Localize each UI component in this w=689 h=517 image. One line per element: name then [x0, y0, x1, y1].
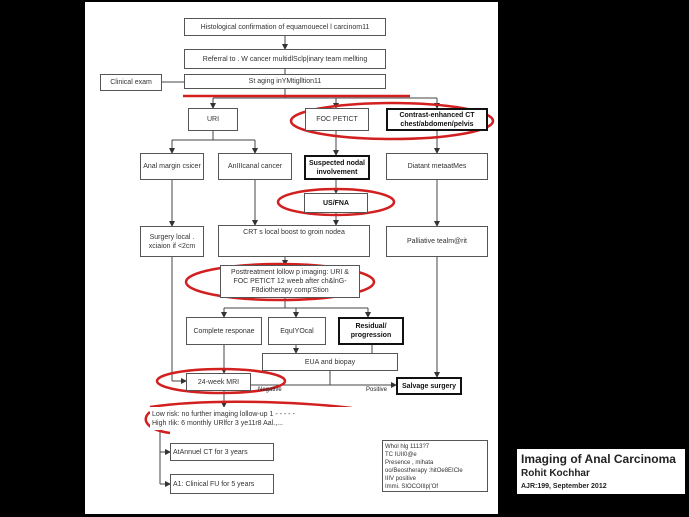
staging-box: St aging inYMtiglltion11 [184, 74, 386, 89]
high-risk-text: High rlik: 6 monthly URlfcr 3 ye11r8 Aal… [152, 419, 283, 427]
note-line: oo/Beostherapy :hitOe8EICle [385, 468, 463, 474]
risk-note-box: Whol hlg 1113?7 TC IUII0@e Presence , mi… [382, 440, 488, 492]
follow-up-box: Low risk: no further imaging lollow-up 1… [150, 407, 355, 430]
clinical-exam-box: Clinical exam [100, 74, 162, 91]
crt-box: CRT s local boost to groin nodea [218, 225, 370, 257]
distant-mets-box: Diatant metaatMes [386, 153, 488, 180]
note-line: Immi. SIOCOIIIp|'Of [385, 484, 439, 490]
mri-24-week-box: 24-week MRI [186, 373, 251, 391]
eua-biopsy-box: EUA and biopay [262, 353, 398, 371]
anal-margin-box: Anal margin csicer [140, 153, 204, 180]
low-risk-text: Low risk: no further imaging lollow-up 1… [152, 410, 295, 418]
note-line: TC IUII0@e [385, 452, 417, 458]
caption-author: Rohit Kochhar [521, 468, 590, 479]
salvage-surgery-box: Salvage surgery [396, 377, 462, 395]
equivocal-box: EquIYOcal [268, 317, 326, 345]
complete-response-box: Complete responae [186, 317, 262, 345]
mri-box: URI [188, 108, 238, 131]
us-fna-box: US/FNA [304, 193, 368, 213]
note-line: Presence , mihata [385, 460, 434, 466]
palliative-box: Palliative tealm@rit [386, 226, 488, 257]
caption-box: Imaging of Anal Carcinoma Rohit Kochhar … [517, 449, 685, 494]
clinical-fu-box: A1: Clinical FU for 5 years [170, 474, 274, 494]
posttreatment-imaging-box: Posttreatment lollow p imaging: URI & FO… [220, 265, 360, 298]
contrast-ct-box: Contrast-enhanced CT chest/abdomen/pelvi… [386, 108, 488, 131]
histology-box: Histological confirmation of equamouecel… [184, 18, 386, 36]
anal-canal-box: AnIIIcanal cancer [218, 153, 292, 180]
note-line: IIIV positive [385, 476, 417, 482]
residual-progression-box: Residual/ progression [338, 317, 404, 345]
negative-label: Negative [258, 387, 282, 393]
positive-label: Positive [366, 387, 388, 393]
nodal-involvement-box: Suspected nodal involvement [304, 155, 370, 180]
annual-ct-box: AtAnnuel CT for 3 years [170, 443, 274, 461]
referral-box: Referral to . W cancer multidlSclp|inary… [184, 49, 386, 69]
pet-ct-box: FOC PETICT [305, 108, 369, 131]
caption-citation: AJR:199, September 2012 [521, 483, 607, 490]
caption-title: Imaging of Anal Carcinoma [521, 452, 676, 466]
note-line: Whol hlg 1113?7 [385, 444, 430, 450]
surgery-box: Surgery local . xciaion if <2cm [140, 226, 204, 257]
